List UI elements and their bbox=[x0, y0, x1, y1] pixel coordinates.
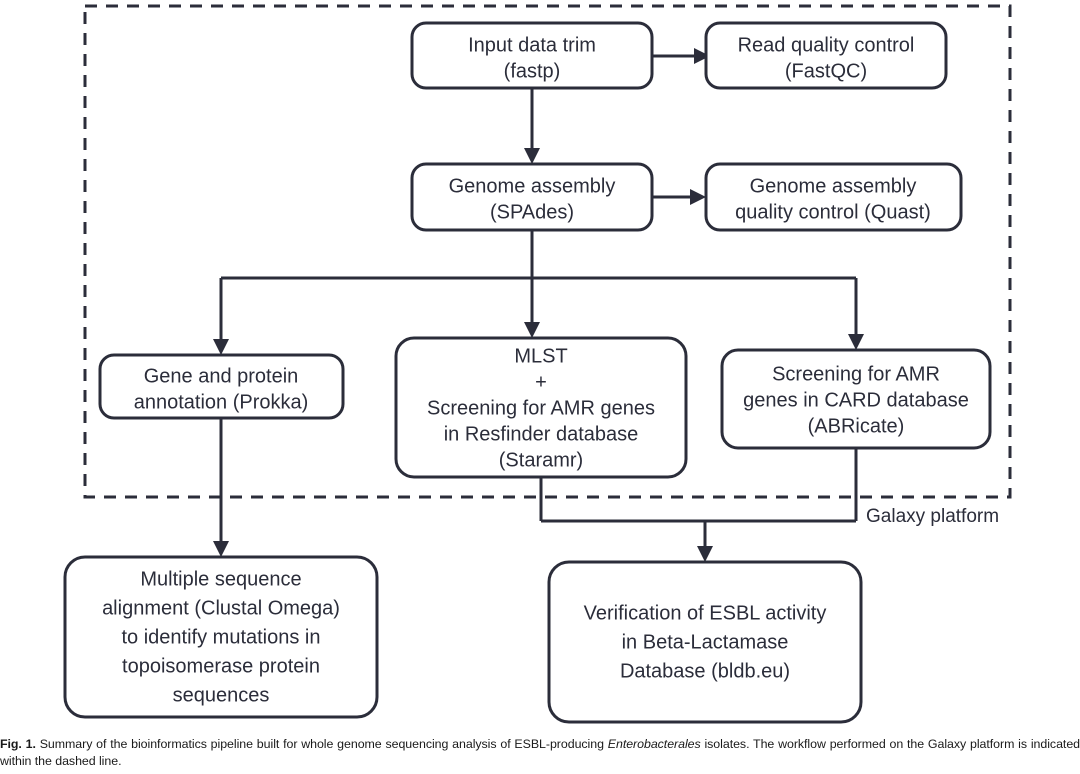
node-clustal-line5: sequences bbox=[173, 684, 270, 706]
arrow-head-bldb bbox=[697, 546, 713, 562]
arrow-head-fastqc bbox=[694, 48, 710, 64]
node-genome-assembly-line2: (SPAdes) bbox=[490, 201, 574, 223]
node-clustal-line1: Multiple sequence bbox=[140, 568, 301, 590]
node-input-data-trim-line2: (fastp) bbox=[504, 60, 561, 82]
node-genome-assembly-qc[interactable]: Genome assembly quality control (Quast) bbox=[704, 162, 963, 232]
pipeline-flowchart: Input data trim (fastp) Read quality con… bbox=[63, 4, 1012, 724]
arrow-head-prokka bbox=[213, 339, 229, 355]
node-genome-assembly-qc-line2: quality control (Quast) bbox=[735, 201, 931, 223]
node-genome-assembly-qc-box[interactable] bbox=[704, 162, 963, 232]
node-bldb-line2: in Beta-Lactamase bbox=[622, 631, 789, 653]
node-read-quality-control-box[interactable] bbox=[704, 21, 948, 90]
node-input-data-trim-box[interactable] bbox=[410, 21, 654, 90]
node-staramr-mlst-resfinder-box[interactable] bbox=[394, 336, 688, 479]
node-genome-assembly-qc-line1: Genome assembly bbox=[750, 175, 917, 197]
node-read-quality-control[interactable]: Read quality control (FastQC) bbox=[704, 21, 948, 90]
node-read-quality-control-line2: (FastQC) bbox=[785, 60, 867, 82]
node-abricate-card[interactable]: Screening for AMR genes in CARD database… bbox=[720, 348, 992, 450]
caption-text-before: Summary of the bioinformatics pipeline b… bbox=[35, 737, 608, 751]
arrow-head-abricate bbox=[848, 334, 864, 350]
node-prokka-annotation-line2: annotation (Prokka) bbox=[134, 391, 309, 413]
node-input-data-trim-line1: Input data trim bbox=[468, 34, 596, 56]
node-clustal-line3: to identify mutations in bbox=[122, 626, 321, 648]
node-input-data-trim[interactable]: Input data trim (fastp) bbox=[410, 21, 654, 90]
node-bldb-line3: Database (bldb.eu) bbox=[620, 660, 790, 682]
node-clustal-omega-alignment-box[interactable] bbox=[63, 555, 379, 719]
node-bldb-verification-box[interactable] bbox=[547, 560, 863, 724]
node-genome-assembly-line1: Genome assembly bbox=[449, 175, 616, 197]
node-bldb-verification[interactable]: Verification of ESBL activity in Beta-La… bbox=[547, 560, 863, 724]
node-read-quality-control-line1: Read quality control bbox=[738, 34, 915, 56]
node-staramr-line5: (Staramr) bbox=[499, 449, 583, 471]
galaxy-platform-dashed-frame bbox=[83, 4, 1012, 499]
node-staramr-line4: in Resfinder database bbox=[444, 423, 639, 445]
node-genome-assembly[interactable]: Genome assembly (SPAdes) bbox=[410, 162, 654, 232]
node-staramr-line3: Screening for AMR genes bbox=[427, 397, 655, 419]
galaxy-platform-label: Galaxy platform bbox=[866, 506, 999, 527]
node-bldb-line1: Verification of ESBL activity bbox=[584, 602, 827, 624]
node-staramr-line2: + bbox=[535, 371, 547, 393]
caption-text-after: isolates. The workflow performed on the … bbox=[0, 737, 1080, 769]
node-clustal-line2: alignment (Clustal Omega) bbox=[102, 597, 340, 619]
node-staramr-mlst-resfinder[interactable]: MLST + Screening for AMR genes in Resfin… bbox=[394, 336, 688, 479]
node-abricate-line3: (ABRicate) bbox=[808, 415, 905, 437]
node-prokka-annotation-box[interactable] bbox=[98, 353, 345, 420]
arrow-head-quast bbox=[690, 189, 706, 205]
node-abricate-line1: Screening for AMR bbox=[772, 363, 940, 385]
node-abricate-line2: genes in CARD database bbox=[743, 389, 969, 411]
node-prokka-annotation-line1: Gene and protein bbox=[144, 365, 299, 387]
node-staramr-line1: MLST bbox=[514, 345, 567, 367]
figure-caption: Fig. 1. Summary of the bioinformatics pi… bbox=[0, 736, 1080, 770]
node-clustal-line4: topoisomerase protein bbox=[122, 655, 320, 677]
figure-number: Fig. 1. bbox=[0, 737, 36, 751]
node-genome-assembly-box[interactable] bbox=[410, 162, 654, 232]
node-prokka-annotation[interactable]: Gene and protein annotation (Prokka) bbox=[98, 353, 345, 420]
caption-species-name: Enterobacterales bbox=[607, 737, 701, 751]
node-clustal-omega-alignment[interactable]: Multiple sequence alignment (Clustal Ome… bbox=[63, 555, 379, 719]
arrow-head-spades bbox=[524, 148, 540, 164]
arrow-head-staramr bbox=[524, 322, 540, 338]
arrow-head-clustal bbox=[213, 541, 229, 557]
node-abricate-card-box[interactable] bbox=[720, 348, 992, 450]
